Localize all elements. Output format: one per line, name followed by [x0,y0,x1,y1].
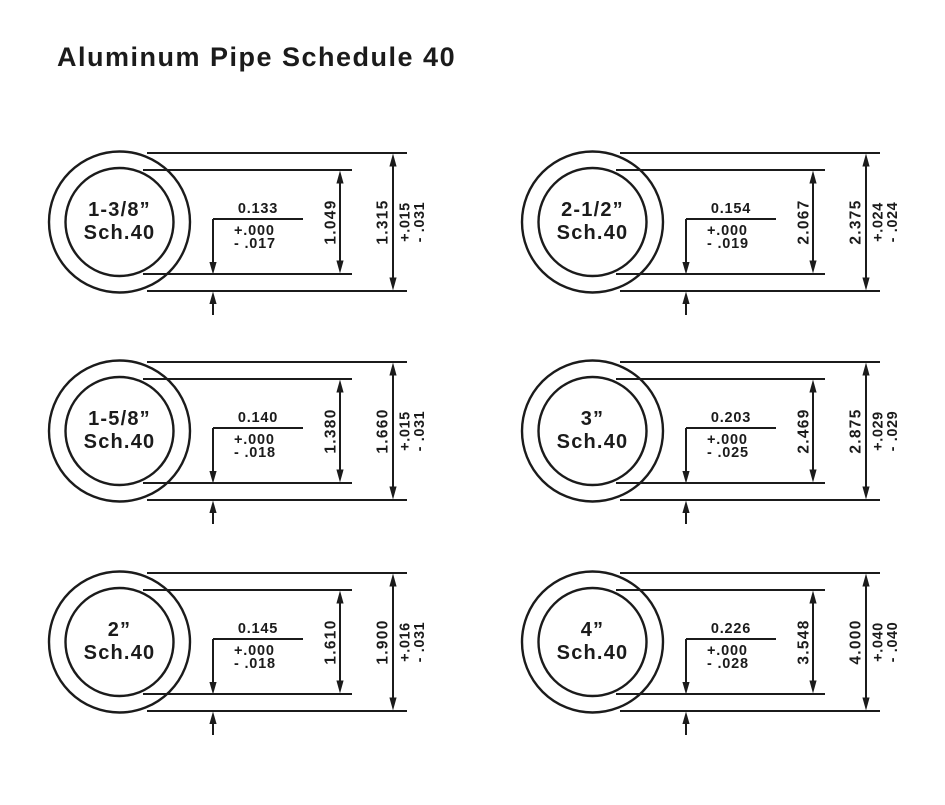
inner-diameter-value: 2.067 [796,199,813,244]
od-tolerance-plus: +.029 [871,411,887,451]
inner-diameter-value: 3.548 [796,619,813,664]
od-tolerance-minus: - .031 [412,202,428,243]
wall-tolerance-minus: - .018 [234,656,276,672]
outer-diameter-value: 1.660 [375,408,392,453]
wall-tolerance-plus: +.000 [707,223,748,239]
wall-thickness-value: 0.145 [238,621,278,637]
od-tolerance-minus: - .024 [885,202,901,243]
inner-diameter-value: 1.610 [323,619,340,664]
pipe-size-label: 3” [581,408,605,430]
od-tolerance-plus: +.015 [398,411,414,451]
pipe-schedule-label: Sch.40 [84,222,156,244]
pipe-size-label: 4” [581,619,605,641]
od-tolerance-plus: +.040 [871,622,887,662]
pipe-diagram-4: 4” Sch.40 0.226 +.000 - .028 3.548 4.000… [520,570,901,737]
pipe-schedule-label: Sch.40 [84,642,156,664]
pipe-size-label: 2” [108,619,132,641]
od-tolerance-minus: - .031 [412,622,428,663]
pipe-schedule-label: Sch.40 [557,642,629,664]
wall-tolerance-plus: +.000 [707,432,748,448]
outer-diameter-value: 4.000 [848,619,865,664]
pipe-diagram-1-5-8: 1-5/8” Sch.40 0.140 +.000 - .018 1.380 1… [47,359,428,526]
page-title: Aluminum Pipe Schedule 40 [57,42,457,72]
wall-tolerance-plus: +.000 [234,223,275,239]
outer-diameter-value: 1.315 [375,199,392,244]
od-tolerance-plus: +.016 [398,622,414,662]
wall-thickness-value: 0.203 [711,410,751,426]
pipe-schedule-label: Sch.40 [84,431,156,453]
pipe-schedule-label: Sch.40 [557,431,629,453]
inner-diameter-value: 1.049 [323,199,340,244]
od-tolerance-plus: +.015 [398,202,414,242]
wall-thickness-value: 0.154 [711,201,751,217]
wall-thickness-value: 0.140 [238,410,278,426]
pipe-diagram-2-1-2: 2-1/2” Sch.40 0.154 +.000 - .019 2.067 2… [520,150,901,317]
od-tolerance-minus: - .040 [885,622,901,663]
od-tolerance-minus: - .029 [885,411,901,452]
pipe-size-label: 2-1/2” [561,199,624,221]
inner-diameter-value: 1.380 [323,408,340,453]
outer-diameter-value: 1.900 [375,619,392,664]
pipe-diagram-1-3-8: 1-3/8” Sch.40 0.133 +.000 - .017 1.049 1… [47,150,428,317]
pipe-size-label: 1-5/8” [88,408,151,430]
wall-tolerance-plus: +.000 [234,432,275,448]
wall-tolerance-plus: +.000 [707,643,748,659]
od-tolerance-plus: +.024 [871,202,887,242]
wall-thickness-value: 0.133 [238,201,278,217]
outer-diameter-value: 2.875 [848,408,865,453]
wall-tolerance-minus: - .018 [234,445,276,461]
wall-tolerance-minus: - .025 [707,445,749,461]
wall-tolerance-minus: - .017 [234,236,276,252]
outer-diameter-value: 2.375 [848,199,865,244]
wall-tolerance-minus: - .028 [707,656,749,672]
wall-tolerance-plus: +.000 [234,643,275,659]
wall-tolerance-minus: - .019 [707,236,749,252]
inner-diameter-value: 2.469 [796,408,813,453]
wall-thickness-value: 0.226 [711,621,751,637]
pipe-schedule-label: Sch.40 [557,222,629,244]
pipe-diagram-2: 2” Sch.40 0.145 +.000 - .018 1.610 1.900… [47,570,428,737]
pipe-size-label: 1-3/8” [88,199,151,221]
od-tolerance-minus: - .031 [412,411,428,452]
pipe-diagram-3: 3” Sch.40 0.203 +.000 - .025 2.469 2.875… [520,359,901,526]
